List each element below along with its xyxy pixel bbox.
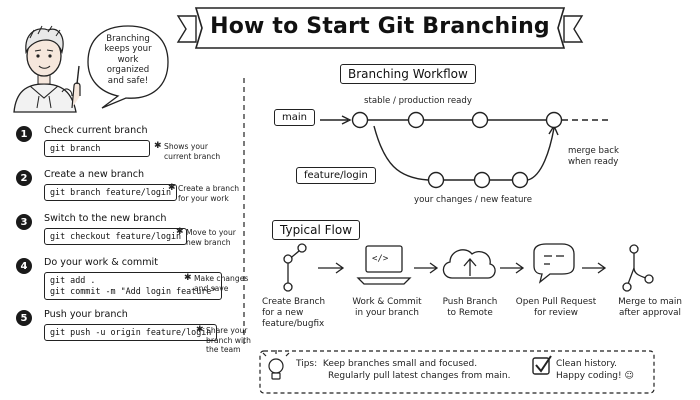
merge-line: merge back bbox=[568, 146, 619, 156]
note-line: Shows your bbox=[164, 142, 208, 151]
flow-step-label: Work & Commit in your branch bbox=[346, 297, 428, 319]
step-number: 5 bbox=[16, 310, 32, 326]
note-bullet: ✱ bbox=[196, 325, 204, 335]
flow-line: to Remote bbox=[447, 308, 493, 318]
merge-caption: merge back when ready bbox=[568, 146, 619, 168]
developer-illustration bbox=[13, 25, 81, 113]
workflow-heading: Branching Workflow bbox=[340, 64, 476, 84]
tip-right-line: Clean history. bbox=[556, 359, 617, 369]
flow-line: feature/bugfix bbox=[262, 319, 325, 329]
note-line: Create a branch bbox=[178, 184, 240, 193]
workflow-diagram bbox=[320, 111, 612, 189]
tip-line: Regularly pull latest changes from main. bbox=[328, 371, 511, 381]
branch-icon bbox=[283, 243, 307, 292]
flow-line: for review bbox=[534, 308, 578, 318]
note-line: Share your bbox=[206, 326, 248, 335]
step-number: 2 bbox=[16, 170, 32, 186]
speech-line: keeps your bbox=[104, 44, 152, 55]
flow-arrows bbox=[318, 262, 607, 274]
flow-line: in your branch bbox=[355, 308, 419, 318]
feature-branch-label: feature/login bbox=[296, 167, 376, 184]
note-line: new branch bbox=[186, 237, 231, 247]
step-title: Do your work & commit bbox=[44, 257, 158, 268]
smiley-icon: ☺ bbox=[624, 371, 634, 381]
feature-branch-caption: your changes / new feature bbox=[414, 195, 533, 205]
command-line: git commit -m "Add login feature" bbox=[50, 286, 217, 296]
note-line: branch with bbox=[206, 335, 251, 345]
flow-line: Work & Commit bbox=[352, 297, 422, 307]
speech-bubble-text: Branching keeps your work organized and … bbox=[96, 34, 160, 86]
speech-bubble-shape bbox=[87, 25, 169, 109]
note-bullet: ✱ bbox=[176, 227, 184, 237]
main-branch-label: main bbox=[274, 109, 315, 126]
command-box: git push -u origin feature/login bbox=[44, 324, 218, 341]
flow-line: after approval bbox=[618, 308, 681, 318]
command-line: git branch bbox=[50, 143, 101, 153]
command-box: git add . git commit -m "Add login featu… bbox=[44, 272, 223, 300]
note-line: current branch bbox=[164, 151, 221, 161]
flow-line: Open Pull Request bbox=[515, 297, 597, 307]
tip-right-line: Happy coding! bbox=[556, 371, 622, 381]
merge-line: when ready bbox=[568, 157, 619, 167]
flow-step-label: Push Branch to Remote bbox=[432, 297, 508, 319]
step-title: Push your branch bbox=[44, 309, 128, 320]
flow-step-label: Open Pull Request for review bbox=[508, 297, 604, 319]
code-glyph: </> bbox=[372, 254, 389, 264]
flow-line: Push Branch bbox=[442, 297, 498, 307]
step-title: Check current branch bbox=[44, 125, 148, 136]
command-line: git add . bbox=[50, 275, 96, 285]
checkbox-icon bbox=[532, 355, 552, 375]
command-box: git branch feature/login bbox=[44, 184, 178, 201]
flow-line: Merge to main bbox=[618, 297, 682, 307]
step-note: Share your branch with the team bbox=[206, 326, 251, 355]
typical-flow-heading: Typical Flow bbox=[272, 220, 361, 240]
flow-line: Create Branch bbox=[262, 297, 326, 307]
step-note: Make changes and save bbox=[194, 274, 248, 293]
tips-box bbox=[259, 350, 655, 394]
step-note: Move to your new branch bbox=[186, 228, 236, 247]
step-number: 1 bbox=[16, 126, 32, 142]
command-line: git push -u origin feature/login bbox=[50, 327, 212, 337]
step-title: Create a new branch bbox=[44, 169, 145, 180]
speech-line: and safe! bbox=[107, 75, 149, 86]
command-box: git branch bbox=[44, 140, 150, 157]
note-line: Move to your bbox=[186, 228, 236, 237]
merge-icon bbox=[622, 244, 654, 292]
command-line: git checkout feature/login bbox=[50, 231, 182, 241]
flow-step-label: Merge to main after approval bbox=[610, 297, 690, 319]
note-line: Make changes bbox=[194, 274, 249, 283]
step-number: 3 bbox=[16, 214, 32, 230]
main-branch-caption: stable / production ready bbox=[364, 96, 472, 106]
speech-line: work organized bbox=[106, 54, 150, 76]
command-line: git branch feature/login bbox=[50, 187, 172, 197]
step-note: Shows your current branch bbox=[164, 142, 220, 161]
flow-line: for a new bbox=[262, 308, 304, 318]
tip-line: Keep branches small and focused. bbox=[322, 359, 478, 369]
note-bullet: ✱ bbox=[154, 141, 162, 151]
step-title: Switch to the new branch bbox=[44, 213, 167, 224]
laptop-code-icon bbox=[356, 245, 412, 285]
flow-step-label: Create Branch for a new feature/bugfix bbox=[262, 297, 340, 330]
step-note: Create a branch for your work bbox=[178, 184, 239, 203]
cloud-upload-icon bbox=[442, 249, 496, 279]
note-bullet: ✱ bbox=[184, 273, 192, 283]
note-line: and save bbox=[194, 283, 229, 293]
step-number: 4 bbox=[16, 258, 32, 274]
note-line: for your work bbox=[178, 193, 229, 203]
command-box: git checkout feature/login bbox=[44, 228, 188, 245]
page-title: How to Start Git Branching bbox=[210, 13, 550, 39]
title-banner-shape bbox=[176, 7, 584, 49]
note-bullet: ✱ bbox=[168, 183, 176, 193]
chat-bubble-icon bbox=[533, 243, 575, 284]
speech-line: Branching bbox=[106, 34, 150, 44]
tips-label: Tips: bbox=[296, 359, 318, 369]
lightbulb-icon bbox=[262, 350, 290, 380]
tips-content: Tips: Keep branches small and focused. R… bbox=[296, 358, 510, 382]
tips-right: Clean history. Happy coding! ☺ bbox=[556, 358, 634, 382]
note-line: the team bbox=[206, 345, 241, 355]
